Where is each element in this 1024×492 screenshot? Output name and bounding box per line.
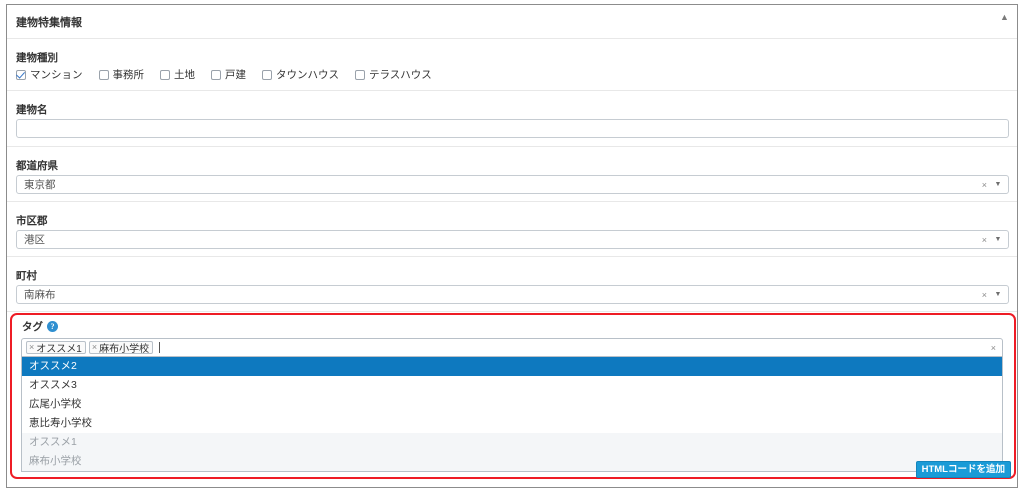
checkbox-item-terracehouse[interactable]: テラスハウス	[355, 67, 432, 82]
building-feature-form-panel: 建物特集情報 ▲ 建物種別 マンション 事務所 土地 戸建	[7, 5, 1017, 487]
x-clear-icon[interactable]: ×	[981, 234, 987, 245]
checkbox-box[interactable]	[355, 69, 365, 80]
add-html-code-button[interactable]: HTMLコードを追加	[915, 461, 1011, 478]
x-clear-icon[interactable]: ×	[981, 289, 987, 300]
checkbox-box[interactable]	[262, 69, 272, 80]
divider	[7, 146, 1017, 147]
town-select-value: 南麻布	[24, 289, 56, 301]
divider	[7, 38, 1017, 39]
checkbox-label: テラスハウス	[369, 69, 432, 81]
chevron-down-icon[interactable]: ▼	[994, 291, 1002, 298]
prefecture-select[interactable]: 東京都 × ▼	[16, 175, 1009, 194]
chevron-down-icon[interactable]: ▼	[994, 236, 1002, 243]
divider	[7, 201, 1017, 202]
dropdown-option[interactable]: 広尾小学校	[29, 398, 82, 410]
building-type-label: 建物種別	[16, 52, 58, 64]
checkbox-item-land[interactable]: 土地	[160, 67, 195, 82]
x-clear-icon[interactable]: ×	[981, 179, 987, 190]
checkbox-label: 戸建	[225, 69, 246, 81]
tag-label-group: タグ ?	[22, 319, 58, 334]
chevron-down-icon[interactable]: ▼	[994, 181, 1002, 188]
prefecture-label: 都道府県	[16, 160, 58, 172]
town-select[interactable]: 南麻布 × ▼	[16, 285, 1009, 304]
remove-tag-icon[interactable]: ×	[29, 342, 35, 352]
building-name-label: 建物名	[16, 104, 48, 116]
town-label: 町村	[16, 270, 37, 282]
page-title: 建物特集情報	[16, 17, 82, 29]
checkbox-box-checked[interactable]	[16, 69, 26, 80]
remove-tag-icon[interactable]: ×	[91, 342, 98, 352]
checkbox-item-detached-house[interactable]: 戸建	[211, 67, 246, 82]
application-window: 建物特集情報 ▲ 建物種別 マンション 事務所 土地 戸建	[6, 4, 1018, 488]
checkbox-label: マンション	[30, 69, 83, 81]
tag-chip-label: オススメ1	[36, 344, 82, 355]
prefecture-select-value: 東京都	[24, 179, 56, 191]
dropdown-option[interactable]: オススメ3	[29, 379, 77, 391]
triangle-up-icon[interactable]: ▲	[1000, 12, 1009, 22]
help-circle-icon[interactable]: ?	[47, 321, 58, 332]
checkbox-label: タウンハウス	[276, 69, 339, 81]
city-label: 市区郡	[16, 215, 48, 227]
checkbox-label: 事務所	[112, 69, 145, 81]
checkbox-item-mansion[interactable]: マンション	[16, 67, 83, 82]
dropdown-option-highlighted[interactable]: オススメ2	[22, 357, 1002, 376]
building-type-checkbox-group: マンション 事務所 土地 戸建 タウンハウス テラスハウス	[16, 67, 448, 82]
city-select-value: 港区	[24, 234, 45, 246]
checkbox-box[interactable]	[98, 69, 109, 80]
checkbox-item-office[interactable]: 事務所	[98, 67, 145, 82]
tag-multiselect-input[interactable]: × オススメ1 × 麻布小学校 ×	[21, 338, 1003, 357]
dropdown-option-disabled: 麻布小学校	[22, 452, 1002, 471]
x-clear-icon[interactable]: ×	[990, 342, 996, 353]
divider	[7, 90, 1017, 91]
divider	[7, 256, 1017, 257]
tag-chip-label: 麻布小学校	[99, 344, 150, 355]
dropdown-option-disabled: オススメ1	[22, 433, 1002, 452]
tag-chip[interactable]: × 麻布小学校	[88, 341, 154, 355]
tag-label: タグ	[22, 321, 43, 333]
city-select[interactable]: 港区 × ▼	[16, 230, 1009, 249]
checkbox-box[interactable]	[160, 69, 170, 80]
building-name-input[interactable]	[16, 119, 1009, 138]
tag-chip[interactable]: × オススメ1	[26, 341, 86, 355]
divider	[7, 311, 1017, 312]
checkbox-item-townhouse[interactable]: タウンハウス	[262, 67, 339, 82]
checkbox-label: 土地	[174, 69, 195, 81]
tag-dropdown-list[interactable]: オススメ2 オススメ3 広尾小学校 恵比寿小学校 オススメ1 麻布小学校	[21, 357, 1003, 472]
dropdown-option[interactable]: 恵比寿小学校	[29, 417, 92, 429]
checkbox-box[interactable]	[211, 69, 221, 80]
text-caret	[159, 342, 161, 353]
